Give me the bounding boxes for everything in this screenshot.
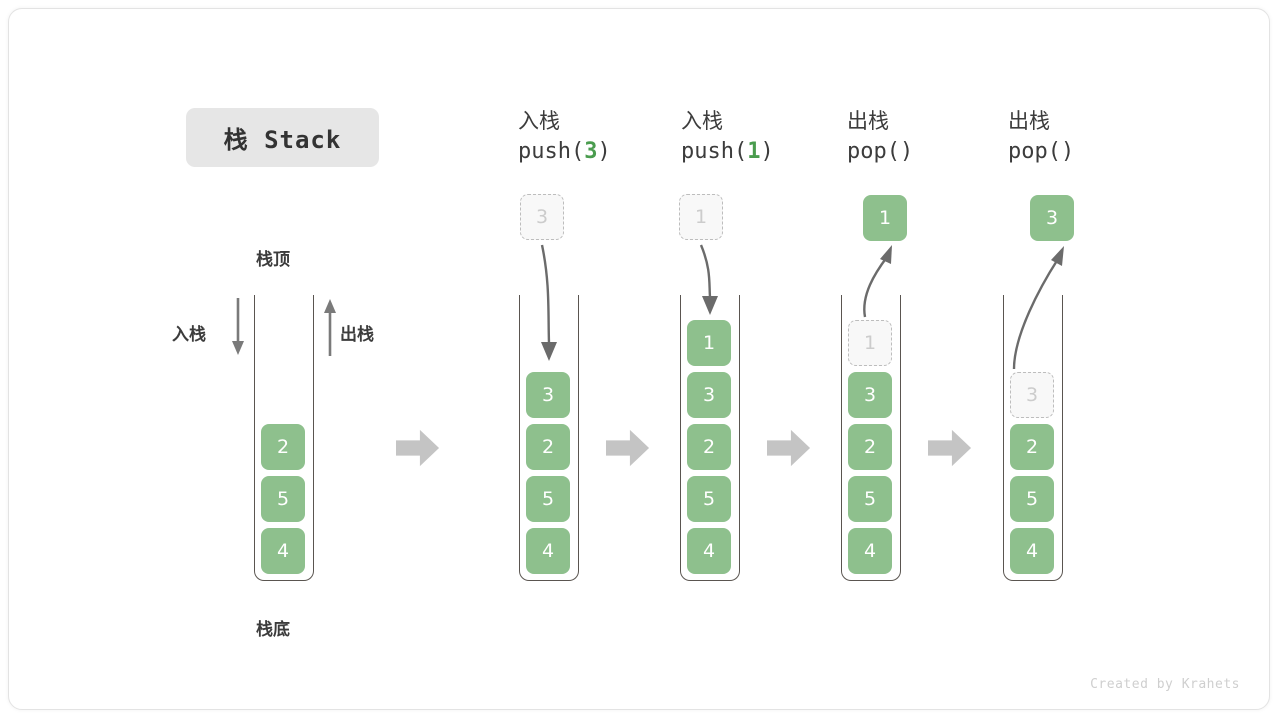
stack-cell: 2 [1010, 424, 1054, 470]
column-header-cn: 入栈 [518, 109, 560, 133]
ghost-cell-incoming: 1 [679, 194, 723, 240]
stack-cell: 2 [687, 424, 731, 470]
stack-container-push-1 [680, 295, 740, 581]
stack-cell: 5 [1010, 476, 1054, 522]
figure-title-chip: 栈 Stack [186, 108, 379, 167]
column-header-pop-1: 出栈 pop() [847, 106, 997, 168]
stack-container-pop-3 [1003, 295, 1063, 581]
ghost-cell-removed: 1 [848, 320, 892, 366]
column-header-pop-3: 出栈 pop() [1008, 106, 1158, 168]
column-header-code: pop() [847, 139, 914, 164]
stack-top-label: 栈顶 [256, 250, 290, 270]
push-flow-arrow-icon [540, 244, 557, 361]
stack-cell: 1 [687, 320, 731, 366]
push-direction-arrow-icon [232, 298, 244, 355]
stack-cell: 5 [848, 476, 892, 522]
attribution-footer: Created by Krahets [1090, 677, 1240, 692]
stack-cell: 4 [1010, 528, 1054, 574]
column-header-push-1: 入栈 push(1) [681, 106, 831, 168]
stack-cell: 3 [526, 372, 570, 418]
stack-cell: 4 [526, 528, 570, 574]
ghost-cell-incoming: 3 [520, 194, 564, 240]
transition-arrow-icon [767, 429, 811, 467]
stack-cell: 4 [687, 528, 731, 574]
column-header-code: push(3) [518, 139, 611, 164]
stack-cell: 3 [848, 372, 892, 418]
popped-value-cell: 3 [1030, 195, 1074, 241]
stack-bottom-label: 栈底 [256, 620, 290, 640]
pop-flow-arrow-icon [1012, 246, 1064, 370]
pop-flow-arrow-icon [863, 245, 892, 318]
column-header-cn: 出栈 [1008, 109, 1050, 133]
pop-direction-arrow-icon [324, 299, 336, 356]
stack-cell: 4 [848, 528, 892, 574]
stack-cell: 4 [261, 528, 305, 574]
stack-container-initial [254, 295, 314, 581]
column-header-code: push(1) [681, 139, 774, 164]
figure-title-text: 栈 Stack [223, 126, 342, 154]
stack-cell: 2 [261, 424, 305, 470]
stack-cell: 5 [261, 476, 305, 522]
column-header-push-3: 入栈 push(3) [518, 106, 668, 168]
column-header-cn: 入栈 [681, 109, 723, 133]
stack-cell: 3 [687, 372, 731, 418]
popped-value-cell: 1 [863, 195, 907, 241]
transition-arrow-icon [396, 429, 440, 467]
stack-cell: 2 [526, 424, 570, 470]
stack-cell: 5 [526, 476, 570, 522]
ghost-cell-removed: 3 [1010, 372, 1054, 418]
pop-side-label: 出栈 [340, 325, 374, 345]
stack-container-pop-1 [841, 295, 901, 581]
stack-cell: 5 [687, 476, 731, 522]
column-header-code: pop() [1008, 139, 1075, 164]
push-flow-arrow-icon [699, 244, 718, 315]
push-side-label: 入栈 [172, 325, 206, 345]
column-header-cn: 出栈 [847, 109, 889, 133]
transition-arrow-icon [606, 429, 650, 467]
stack-container-push-3 [519, 295, 579, 581]
transition-arrow-icon [928, 429, 972, 467]
stack-cell: 2 [848, 424, 892, 470]
